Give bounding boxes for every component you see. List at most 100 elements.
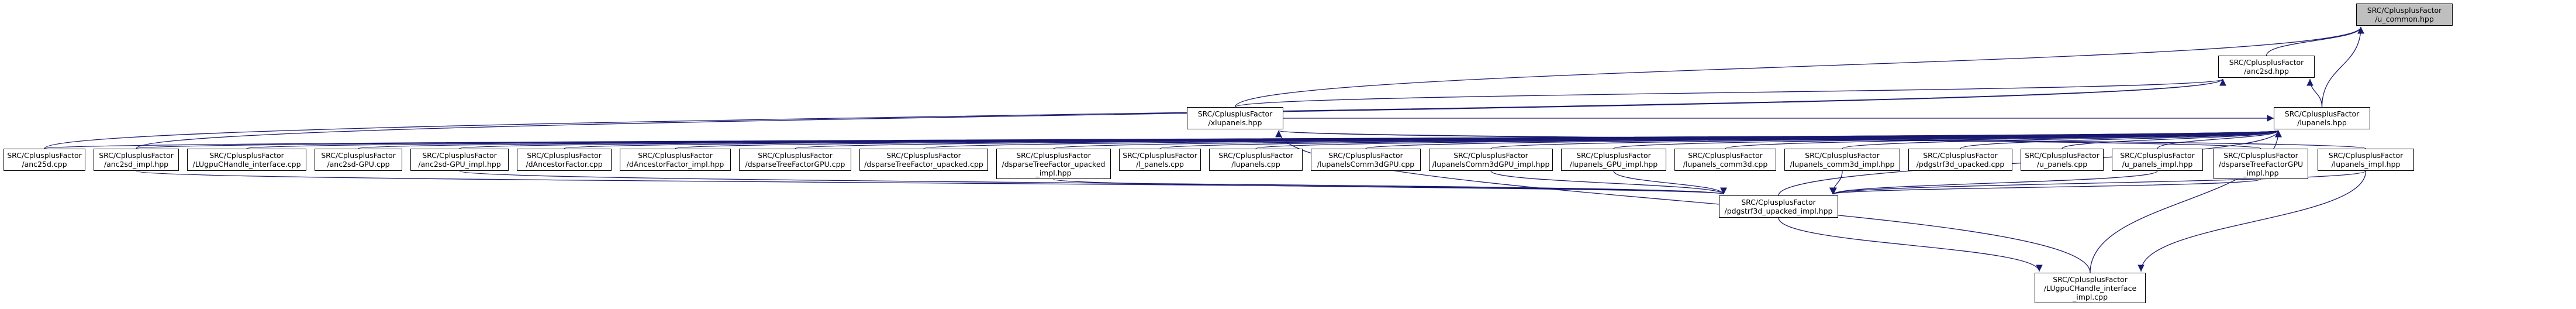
node-lupanels-hpp[interactable]: SRC/CplusplusFactor /lupanels.hpp xyxy=(2274,107,2370,129)
node-lupanels-gpu-impl-hpp[interactable]: SRC/CplusplusFactor /lupanels_GPU_impl.h… xyxy=(1561,149,1666,171)
node-label-line: SRC/CplusplusFactor xyxy=(1741,198,1816,207)
node-lupanels-impl-hpp[interactable]: SRC/CplusplusFactor /lupanels_impl.hpp xyxy=(2318,149,2414,171)
node-lugpuchandle-interface-cpp[interactable]: SRC/CplusplusFactor /LUgpuCHandle_interf… xyxy=(187,149,306,171)
node-label-line: /xlupanels.hpp xyxy=(1208,118,1262,127)
node-lugpuchandle-interface-impl-cpp[interactable]: SRC/CplusplusFactor /LUgpuCHandle_interf… xyxy=(2035,273,2146,303)
node-dsparsetreefactor-upacked-cpp[interactable]: SRC/CplusplusFactor /dsparseTreeFactor_u… xyxy=(859,149,988,171)
node-anc2sd-hpp[interactable]: SRC/CplusplusFactor /anc2sd.hpp xyxy=(2218,56,2315,78)
node-pdgstrf3d-upacked-impl-hpp[interactable]: SRC/CplusplusFactor /pdgstrf3d_upacked_i… xyxy=(1719,195,1838,218)
node-dsparsetreefactorgpu-impl-hpp[interactable]: SRC/CplusplusFactor /dsparseTreeFactorGP… xyxy=(2214,149,2308,179)
edge-lupanels-hpp-to-anc2sd-hpp xyxy=(2306,78,2323,108)
node-label-line: /dsparseTreeFactor_upacked.cpp xyxy=(864,160,983,169)
node-label-line: SRC/CplusplusFactor xyxy=(886,151,961,160)
node-label-line: SRC/CplusplusFactor xyxy=(758,151,833,160)
edge-u-panels-impl-to-lupanels-hpp xyxy=(2157,130,2282,149)
node-label-line: SRC/CplusplusFactor xyxy=(2053,274,2128,284)
node-dancestorfactor-cpp[interactable]: SRC/CplusplusFactor /dAncestorFactor.cpp xyxy=(517,149,612,171)
edge-anc2sd-hpp-to-u-common xyxy=(2266,26,2364,56)
node-label-line: SRC/CplusplusFactor xyxy=(1197,109,1273,118)
edge-lupanels-hpp-to-u-common xyxy=(2321,26,2364,108)
edge-pdgstrf3d-upacked-impl-to-lugpu-handle-impl xyxy=(1778,217,2043,272)
node-label-line: _impl.hpp xyxy=(1035,168,1072,177)
node-anc25d-cpp[interactable]: SRC/CplusplusFactor /anc25d.cpp xyxy=(4,149,85,171)
node-label-line: /anc2sd.hpp xyxy=(2244,67,2289,75)
node-label-line: /dsparseTreeFactor_upacked xyxy=(1002,159,1106,169)
edge-lupanels-comm3d-cpp-to-lupanels-hpp xyxy=(1725,130,2282,149)
node-label-line: SRC/CplusplusFactor xyxy=(2367,6,2442,15)
node-label-line: /u_common.hpp xyxy=(2375,15,2434,23)
node-label-line: /l_panels.cpp xyxy=(1136,160,1184,169)
node-label-line: SRC/CplusplusFactor xyxy=(1923,151,1998,160)
node-label-line: SRC/CplusplusFactor xyxy=(7,151,82,160)
node-anc2sd-gpu-impl-hpp[interactable]: SRC/CplusplusFactor /anc2sd-GPU_impl.hpp xyxy=(410,149,509,171)
edge-xlupanels-hpp-to-u-common xyxy=(1234,26,2364,108)
node-label-line: /dAncestorFactor_impl.hpp xyxy=(626,160,724,169)
node-label-line: SRC/CplusplusFactor xyxy=(1123,151,1197,160)
node-label-line: /LUgpuCHandle_interface.cpp xyxy=(192,160,301,169)
edge-lupanels-comm3d-impl-to-lupanels-hpp xyxy=(1842,130,2282,149)
node-label-line: SRC/CplusplusFactor xyxy=(1016,150,1091,160)
node-label-line: /anc2sd-GPU.cpp xyxy=(327,160,390,169)
node-label-line: SRC/CplusplusFactor xyxy=(1805,151,1880,160)
node-label-line: SRC/CplusplusFactor xyxy=(321,151,396,160)
node-label-line: _impl.hpp xyxy=(2243,168,2279,177)
node-label-line: /pdgstrf3d_upacked.cpp xyxy=(1916,160,2005,169)
node-label-line: SRC/CplusplusFactor xyxy=(2025,151,2100,160)
edge-lupanels-impl-to-lugpu-handle-impl xyxy=(2138,170,2367,272)
node-label-line: /anc2sd-GPU_impl.hpp xyxy=(418,160,501,169)
node-label-line: SRC/CplusplusFactor xyxy=(99,151,174,160)
node-label-line: /lupanels_comm3d_impl.hpp xyxy=(1790,160,1895,169)
node-label-line: /dAncestorFactor.cpp xyxy=(526,160,603,169)
node-label-line: SRC/CplusplusFactor xyxy=(1218,151,1293,160)
node-label-line: /anc25d.cpp xyxy=(22,160,67,169)
node-label-line: SRC/CplusplusFactor xyxy=(638,151,713,160)
edge-lupanels-comm3dgpu-impl-to-pdgstrf3d-upacked-impl xyxy=(1490,170,1727,195)
node-label-line: SRC/CplusplusFactor xyxy=(2284,109,2360,118)
edge-dsparse-gpu-impl-to-pdgstrf3d-upacked-impl xyxy=(1830,178,2261,195)
edge-pdgstrf3d-upacked-cpp-to-lupanels-hpp xyxy=(1960,130,2282,149)
node-lupanels-cpp[interactable]: SRC/CplusplusFactor /lupanels.cpp xyxy=(1209,149,1303,171)
node-anc2sd-impl-hpp[interactable]: SRC/CplusplusFactor /anc2sd_impl.hpp xyxy=(94,149,179,171)
edge-lupanels-impl-to-pdgstrf3d-upacked-impl xyxy=(1830,170,2367,195)
edge-anc2sd-impl-to-anc2sd-hpp xyxy=(136,78,2226,149)
node-label-line: SRC/CplusplusFactor xyxy=(1688,151,1763,160)
node-label-line: /u_panels_impl.hpp xyxy=(2122,160,2193,169)
node-dsparsetreefactorgpu-cpp[interactable]: SRC/CplusplusFactor /dsparseTreeFactorGP… xyxy=(739,149,851,171)
node-dsparsetreefactor-upacked-impl-hpp[interactable]: SRC/CplusplusFactor /dsparseTreeFactor_u… xyxy=(996,149,1111,179)
node-lupanels-comm3d-cpp[interactable]: SRC/CplusplusFactor /lupanels_comm3d.cpp xyxy=(1674,149,1776,171)
node-label-line: /dsparseTreeFactorGPU xyxy=(2218,159,2304,169)
node-label-line: /lupanels.cpp xyxy=(1231,160,1280,169)
node-u-panels-cpp[interactable]: SRC/CplusplusFactor /u_panels.cpp xyxy=(2021,149,2104,171)
node-label-line: _impl.cpp xyxy=(2072,292,2108,301)
node-l-panels-cpp[interactable]: SRC/CplusplusFactor /l_panels.cpp xyxy=(1119,149,1201,171)
node-label-line: /lupanels_GPU_impl.hpp xyxy=(1569,160,1658,169)
edge-lupanels-gpu-impl-to-pdgstrf3d-upacked-impl xyxy=(1613,170,1727,195)
node-lupanels-comm3d-impl-hpp[interactable]: SRC/CplusplusFactor /lupanels_comm3d_imp… xyxy=(1784,149,1900,171)
node-label-line: SRC/CplusplusFactor xyxy=(2229,58,2304,67)
node-lupanelscomm3dgpu-cpp[interactable]: SRC/CplusplusFactor /lupanelsComm3dGPU.c… xyxy=(1311,149,1421,171)
node-label-line: SRC/CplusplusFactor xyxy=(1576,151,1651,160)
node-label-line: SRC/CplusplusFactor xyxy=(1453,151,1528,160)
edge-dsparse-upacked-impl-to-pdgstrf3d-upacked-impl xyxy=(1053,178,1726,195)
node-u-common-hpp[interactable]: SRC/CplusplusFactor /u_common.hpp xyxy=(2356,4,2453,26)
node-label-line: /lupanels_comm3d.cpp xyxy=(1683,160,1768,169)
node-label-line: /anc2sd_impl.hpp xyxy=(103,160,169,169)
edge-u-panels-cpp-to-lupanels-hpp xyxy=(2062,130,2282,149)
node-dancestorfactor-impl-hpp[interactable]: SRC/CplusplusFactor /dAncestorFactor_imp… xyxy=(620,149,731,171)
node-label-line: SRC/CplusplusFactor xyxy=(2120,151,2195,160)
node-label-line: /lupanelsComm3dGPU_impl.hpp xyxy=(1432,160,1550,169)
node-label-line: SRC/CplusplusFactor xyxy=(422,151,497,160)
node-label-line: /pdgstrf3d_upacked_impl.hpp xyxy=(1724,207,1833,215)
node-label-line: /lupanels_impl.hpp xyxy=(2331,160,2401,169)
node-anc2sd-gpu-cpp[interactable]: SRC/CplusplusFactor /anc2sd-GPU.cpp xyxy=(315,149,402,171)
node-label-line: SRC/CplusplusFactor xyxy=(2223,150,2298,160)
node-label-line: SRC/CplusplusFactor xyxy=(1328,151,1403,160)
edge-anc2sd-gpu-impl-to-pdgstrf3d-upacked-impl xyxy=(459,170,1726,195)
edge-lupanels-impl-to-xlupanels-hpp xyxy=(1276,130,2367,149)
node-pdgstrf3d-upacked-cpp[interactable]: SRC/CplusplusFactor /pdgstrf3d_upacked.c… xyxy=(1908,149,2012,171)
node-xlupanels-hpp[interactable]: SRC/CplusplusFactor /xlupanels.hpp xyxy=(1187,107,1283,129)
node-lupanelscomm3dgpu-impl-hpp[interactable]: SRC/CplusplusFactor /lupanelsComm3dGPU_i… xyxy=(1429,149,1553,171)
node-u-panels-impl-hpp[interactable]: SRC/CplusplusFactor /u_panels_impl.hpp xyxy=(2112,149,2203,171)
